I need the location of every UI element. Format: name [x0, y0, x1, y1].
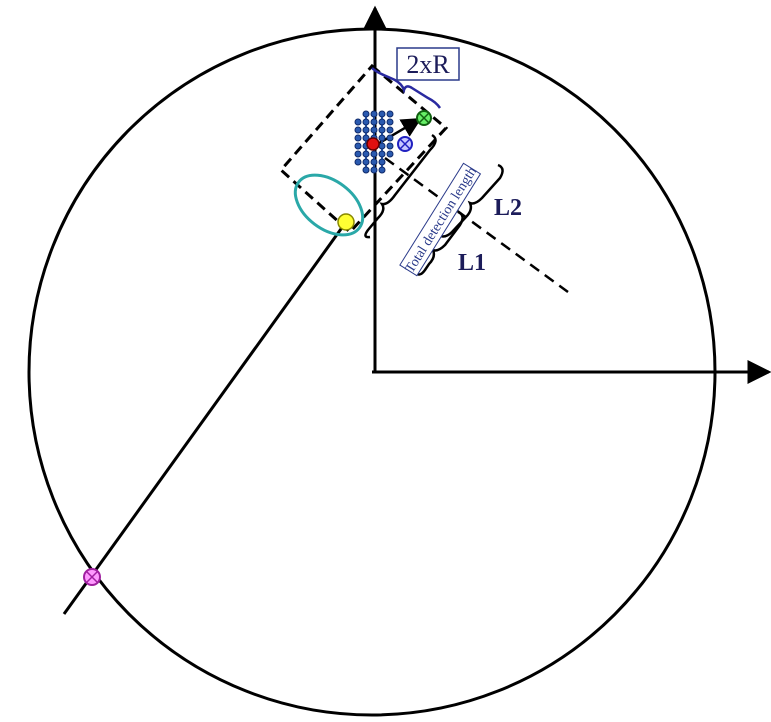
sensor-dot: [378, 150, 386, 158]
two-r-bracket: [371, 67, 442, 109]
total-detection-length-box: [399, 162, 482, 277]
total-length-bracket: [364, 133, 437, 239]
track-line: [62, 221, 348, 615]
sensor-dot: [370, 110, 378, 118]
sensor-dot: [378, 158, 386, 166]
sensor-dot: [354, 134, 362, 142]
sensor-dot: [362, 150, 370, 158]
sensor-dot: [370, 150, 378, 158]
red-marker: [366, 137, 380, 151]
sensor-dot: [362, 126, 370, 134]
sensor-dot: [362, 118, 370, 126]
sensor-dot: [386, 142, 394, 150]
sensor-dot: [378, 134, 386, 142]
l2-bracket: [439, 163, 504, 238]
sensor-dot: [386, 110, 394, 118]
sensor-dot: [386, 118, 394, 126]
sensor-dot: [370, 166, 378, 174]
sensor-dot: [354, 158, 362, 166]
green-crossed-marker: [416, 110, 432, 126]
two-r-label: 2xR: [406, 50, 450, 79]
sensor-dot: [370, 158, 378, 166]
sensor-dot: [354, 142, 362, 150]
two-r-label-box: [396, 47, 460, 81]
detection-axis-dashed: [384, 156, 569, 294]
sensor-dot: [386, 126, 394, 134]
magenta-crossed-marker: [83, 568, 101, 586]
sensor-dot: [378, 118, 386, 126]
sensor-dot: [370, 118, 378, 126]
detection-ellipse: [293, 173, 365, 237]
sensor-dot: [354, 126, 362, 134]
sensor-dot: [378, 126, 386, 134]
sensor-array: [354, 110, 394, 174]
sensor-dot: [354, 150, 362, 158]
sensor-dot: [370, 126, 378, 134]
sensor-dot: [386, 150, 394, 158]
sensor-dot: [354, 118, 362, 126]
sensor-dot: [362, 158, 370, 166]
sensor-dot: [378, 110, 386, 118]
sensor-dot: [362, 110, 370, 118]
detection-box-outline: [278, 63, 449, 235]
sensor-dot: [362, 134, 370, 142]
blue-crossed-marker: [397, 136, 413, 152]
sensor-dot: [386, 134, 394, 142]
sensor-dot: [362, 166, 370, 174]
l2-label: L2: [494, 195, 522, 221]
sensor-dot: [378, 142, 386, 150]
yellow-marker: [337, 213, 355, 231]
l1-label: L1: [458, 250, 486, 276]
sensor-dot: [378, 166, 386, 174]
